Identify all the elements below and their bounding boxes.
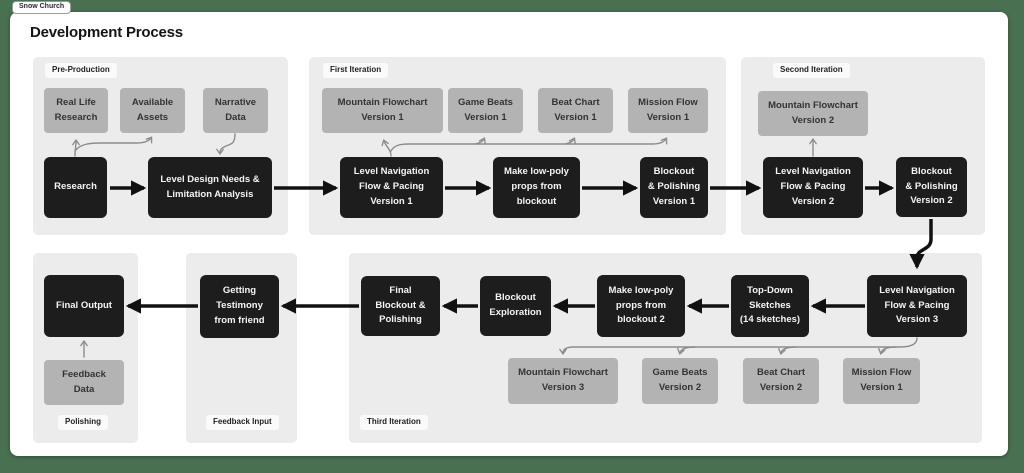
node-make-low-poly-props[interactable]: Make low-poly props from blockout <box>493 157 580 218</box>
panel-label-second-iteration: Second Iteration <box>773 63 850 78</box>
node-game-beats-v2[interactable]: Game Beats Version 2 <box>642 358 718 404</box>
node-mission-flow-v1[interactable]: Mission Flow Version 1 <box>628 88 708 133</box>
node-mission-flow-v1-third[interactable]: Mission Flow Version 1 <box>843 358 920 404</box>
node-top-down-sketches[interactable]: Top-Down Sketches (14 sketches) <box>731 275 809 337</box>
panel-label-pre-production: Pre-Production <box>45 63 117 78</box>
node-blockout-polishing-v1[interactable]: Blockout & Polishing Version 1 <box>640 157 708 218</box>
page-title: Development Process <box>30 24 183 41</box>
node-final-blockout-polishing[interactable]: Final Blockout & Polishing <box>361 276 440 336</box>
node-game-beats-v1[interactable]: Game Beats Version 1 <box>448 88 523 133</box>
node-blockout-exploration[interactable]: Blockout Exploration <box>480 276 551 336</box>
panel-label-feedback-input: Feedback Input <box>206 415 279 430</box>
node-mountain-flowchart-v1[interactable]: Mountain Flowchart Version 1 <box>322 88 443 133</box>
node-level-navigation-v2[interactable]: Level Navigation Flow & Pacing Version 2 <box>763 157 863 218</box>
node-level-design-analysis[interactable]: Level Design Needs & Limitation Analysis <box>148 157 272 218</box>
node-level-navigation-v3[interactable]: Level Navigation Flow & Pacing Version 3 <box>867 275 967 337</box>
node-real-life-research[interactable]: Real Life Research <box>44 88 108 133</box>
node-mountain-flowchart-v2[interactable]: Mountain Flowchart Version 2 <box>758 91 868 136</box>
node-level-navigation-v1[interactable]: Level Navigation Flow & Pacing Version 1 <box>340 157 443 218</box>
node-make-low-poly-props-2[interactable]: Make low-poly props from blockout 2 <box>597 275 685 337</box>
panel-label-third-iteration: Third Iteration <box>360 415 428 430</box>
node-available-assets[interactable]: Available Assets <box>120 88 185 133</box>
node-feedback-data[interactable]: Feedback Data <box>44 360 124 405</box>
node-research[interactable]: Research <box>44 157 107 218</box>
node-beat-chart-v2[interactable]: Beat Chart Version 2 <box>743 358 819 404</box>
node-mountain-flowchart-v3[interactable]: Mountain Flowchart Version 3 <box>508 358 618 404</box>
node-getting-testimony[interactable]: Getting Testimony from friend <box>200 275 279 338</box>
node-beat-chart-v1[interactable]: Beat Chart Version 1 <box>538 88 613 133</box>
section-tab[interactable]: Snow Church <box>12 1 72 15</box>
panel-label-first-iteration: First Iteration <box>323 63 389 78</box>
node-blockout-polishing-v2[interactable]: Blockout & Polishing Version 2 <box>896 157 967 217</box>
node-final-output[interactable]: Final Output <box>44 275 124 337</box>
node-narrative-data[interactable]: Narrative Data <box>203 88 268 133</box>
panel-label-polishing: Polishing <box>58 415 108 430</box>
